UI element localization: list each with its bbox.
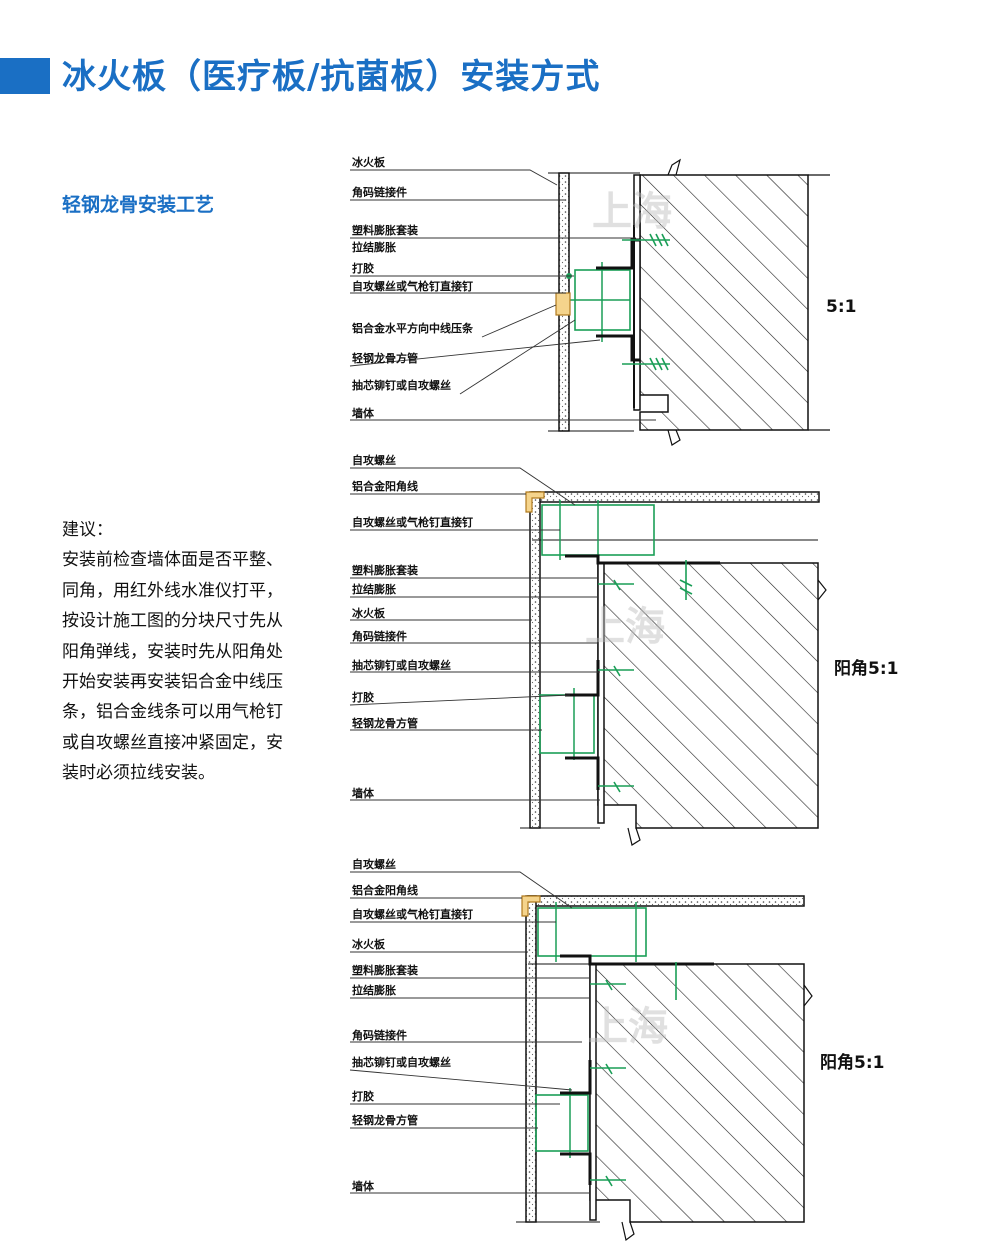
label: 轻钢龙骨方管 xyxy=(352,716,418,730)
wall-hatch xyxy=(589,963,805,1223)
advice-line: 装时必须拉线安装。 xyxy=(62,763,215,784)
diagram-3: 自攻螺丝 铝合金阳角线 自攻螺丝或气枪钉直接钉 冰火板 塑料膨胀套装 拉结膨胀 … xyxy=(349,857,884,1242)
fire-ice-panel-side xyxy=(525,895,537,1223)
label: 拉结膨胀 xyxy=(352,240,396,254)
wall-hatch xyxy=(639,174,809,431)
label: 自攻螺丝或气枪钉直接钉 xyxy=(352,907,473,921)
diagram-1: 冰火板 角码链接件 塑料膨胀套装 拉结膨胀 打胶 自攻螺丝或气枪钉直接钉 铝合金… xyxy=(349,155,856,446)
label: 塑料膨胀套装 xyxy=(352,223,418,237)
label: 轻钢龙骨方管 xyxy=(352,1113,418,1127)
label: 塑料膨胀套装 xyxy=(352,563,418,577)
break-line xyxy=(667,158,681,176)
advice-line: 阳角弹线，安装时先从阳角处 xyxy=(62,641,283,662)
expansion-anchor xyxy=(590,962,677,1187)
watermark: 上海 xyxy=(588,1004,668,1050)
break-line xyxy=(621,1221,635,1242)
watermark: 上海 xyxy=(592,189,672,235)
steel-keel-tube xyxy=(535,1094,589,1152)
advice-line: 条，铝合金线条可以用气枪钉 xyxy=(62,702,283,723)
label: 打胶 xyxy=(352,690,374,704)
angle-bracket xyxy=(560,1152,592,1185)
advice-block: 建议： 安装前检查墙体面是否平整、 同角，用红外线水准仪打平， 按设计施工图的分… xyxy=(62,515,312,789)
scale-label: 阳角5:1 xyxy=(820,1052,884,1073)
label: 塑料膨胀套装 xyxy=(352,963,418,977)
advice-line: 开始安装再安装铝合金中线压 xyxy=(62,672,283,693)
break-line xyxy=(627,827,641,846)
label: 冰火板 xyxy=(352,606,386,620)
label: 打胶 xyxy=(352,1089,374,1103)
advice-line: 同角，用红外线水准仪打平， xyxy=(62,580,283,601)
label: 自攻螺丝或气枪钉直接钉 xyxy=(352,279,473,293)
label: 角码链接件 xyxy=(352,1028,407,1042)
label: 抽芯铆钉或自攻螺丝 xyxy=(352,658,451,672)
label: 冰火板 xyxy=(352,155,386,169)
label: 墙体 xyxy=(352,1179,375,1193)
angle-bracket xyxy=(565,660,600,697)
page-title: 冰火板（医疗板/抗菌板）安装方式 xyxy=(62,57,601,97)
angle-bracket xyxy=(560,1060,592,1095)
expansion-anchor xyxy=(598,560,693,793)
aluminium-corner-strip xyxy=(521,895,541,917)
label: 拉结膨胀 xyxy=(352,983,396,997)
title-accent-bar xyxy=(0,58,50,94)
advice-title: 建议： xyxy=(62,520,113,540)
scale-label: 阳角5:1 xyxy=(834,658,898,679)
aluminium-strip xyxy=(555,292,571,316)
label: 自攻螺丝 xyxy=(352,453,396,467)
label: 角码链接件 xyxy=(352,185,407,199)
label: 墙体 xyxy=(352,406,375,420)
break-line xyxy=(667,429,681,446)
label: 墙体 xyxy=(352,786,375,800)
expansion-anchor xyxy=(622,233,670,371)
label: 铝合金阳角线 xyxy=(352,479,418,493)
aluminium-corner-strip xyxy=(525,491,545,513)
advice-line: 安装前检查墙体面是否平整、 xyxy=(62,550,283,571)
steel-keel-tube xyxy=(539,694,595,754)
advice-line: 按设计施工图的分块尺寸先从 xyxy=(62,611,283,632)
wall-hatch xyxy=(597,562,819,829)
watermark: 上海 xyxy=(585,604,665,650)
diagram-2: 自攻螺丝 铝合金阳角线 自攻螺丝或气枪钉直接钉 塑料膨胀套装 拉结膨胀 冰火板 … xyxy=(349,453,898,846)
angle-bracket xyxy=(560,954,714,966)
label: 冰火板 xyxy=(352,937,386,951)
label: 拉结膨胀 xyxy=(352,582,396,596)
fire-ice-panel-top xyxy=(531,491,820,503)
angle-bracket xyxy=(596,334,640,362)
steel-keel-tube xyxy=(537,907,647,957)
advice-line: 或自攻螺丝直接冲紧固定，安 xyxy=(62,732,283,753)
scale-label: 5:1 xyxy=(826,297,856,317)
fire-ice-panel-side xyxy=(529,491,541,829)
fire-ice-panel-top xyxy=(527,895,805,907)
label: 自攻螺丝 xyxy=(352,857,396,871)
label: 轻钢龙骨方管 xyxy=(352,351,418,365)
label: 铝合金水平方向中线压条 xyxy=(352,321,474,335)
break-line xyxy=(817,579,827,601)
break-line xyxy=(803,984,813,1007)
angle-bracket xyxy=(565,554,720,565)
label: 角码链接件 xyxy=(352,629,407,643)
label: 打胶 xyxy=(352,261,374,275)
label: 抽芯铆钉或自攻螺丝 xyxy=(352,1055,451,1069)
label: 铝合金阳角线 xyxy=(352,883,418,897)
section-subtitle: 轻钢龙骨安装工艺 xyxy=(62,194,215,216)
label: 抽芯铆钉或自攻螺丝 xyxy=(352,378,451,392)
label: 自攻螺丝或气枪钉直接钉 xyxy=(352,515,473,529)
angle-bracket xyxy=(565,756,600,790)
